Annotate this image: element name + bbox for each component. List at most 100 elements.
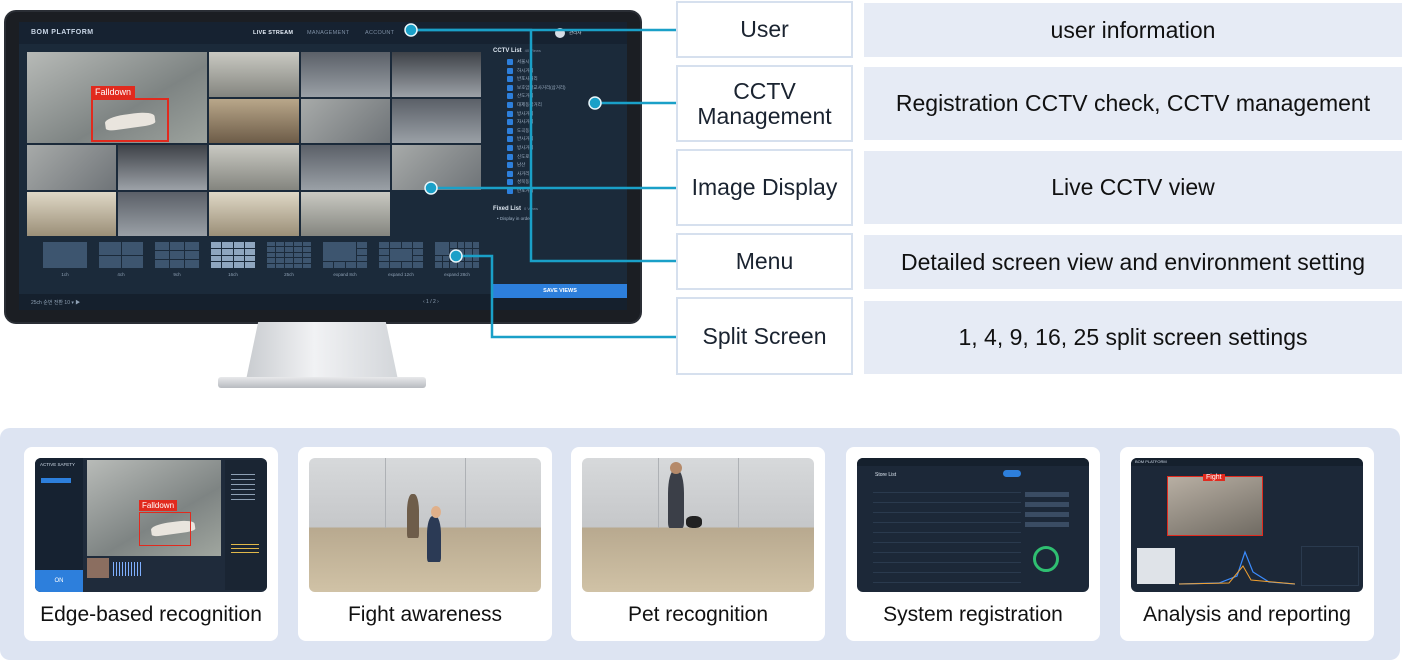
split-option-4ch[interactable]: 4ch [97, 242, 145, 280]
monitor-neck [246, 322, 398, 380]
pager[interactable]: ‹ 1 / 2 › [423, 299, 439, 305]
checkbox-icon[interactable] [507, 67, 513, 74]
split-label: 16ch [228, 272, 238, 277]
cctv-list-item[interactable]: 하시거리 [507, 67, 623, 76]
cctv-list-item[interactable]: 자사거리 [507, 118, 623, 127]
inner-sidebar: ACTIVE SAFETY ON [35, 458, 83, 592]
cctv-list-item-label: 신도로 [517, 153, 530, 159]
cctv-feed[interactable] [300, 98, 390, 143]
cctv-list-item-label: 산도거리 [517, 93, 534, 99]
label-user: User [676, 1, 853, 58]
split-thumbnail [155, 242, 199, 268]
cctv-feed[interactable] [27, 191, 117, 236]
checkbox-icon[interactable] [507, 101, 513, 108]
inner-map [1137, 548, 1175, 584]
cctv-list-item[interactable]: 반포거리 [507, 187, 623, 196]
split-option-25ch[interactable]: 25ch [265, 242, 313, 280]
cctv-feed[interactable] [300, 191, 390, 236]
inner-menu-active [41, 478, 71, 483]
inner-brand: BOM PLATFORM [1135, 459, 1167, 464]
edge-recognition-screenshot: ACTIVE SAFETY ON Falldown [35, 458, 267, 592]
fixed-list-item: • Display in order [497, 215, 532, 221]
user-menu[interactable]: 관리자 [555, 27, 615, 39]
checkbox-icon[interactable] [507, 127, 513, 134]
split-option-expand-8ch[interactable]: expand 8ch [321, 242, 369, 280]
cctv-feed[interactable] [391, 145, 481, 190]
checkbox-icon[interactable] [507, 170, 513, 177]
nav-account[interactable]: ACCOUNT [365, 30, 395, 36]
checkbox-icon[interactable] [507, 153, 513, 160]
cctv-list-item-label: 방사거리 [517, 110, 534, 116]
checkbox-icon[interactable] [507, 144, 513, 151]
cctv-list-item[interactable]: 보호암학교사거리(삼거리) [507, 84, 623, 93]
cctv-feed[interactable] [209, 52, 299, 97]
checkbox-icon[interactable] [507, 187, 513, 194]
checkbox-icon[interactable] [507, 162, 513, 169]
cctv-list-item[interactable]: 반포사거리 [507, 75, 623, 84]
split-option-1ch[interactable]: 1ch [41, 242, 89, 280]
cctv-feed[interactable] [209, 98, 299, 143]
split-option-16ch[interactable]: 16ch [209, 242, 257, 280]
checkbox-icon[interactable] [507, 179, 513, 186]
footer-controls[interactable]: 25ch 순번 전환 10 ▾ ▶ [31, 300, 81, 306]
cctv-list-item-label: 남산 [517, 162, 526, 168]
cctv-list-item[interactable]: 사거리 [507, 170, 623, 179]
checkbox-icon[interactable] [507, 59, 513, 65]
inner-cctv-feed: Fight [1167, 474, 1263, 536]
cctv-list-item[interactable]: 산도거리 [507, 92, 623, 101]
cctv-list-item[interactable]: 도곡동 [507, 127, 623, 136]
cctv-list-item[interactable]: 방사거리 [507, 144, 623, 153]
inner-alert-text [231, 544, 259, 556]
person-figure [407, 494, 419, 538]
cctv-feed[interactable] [300, 52, 390, 97]
checkbox-icon[interactable] [507, 84, 513, 91]
falldown-tag: Falldown [91, 86, 136, 98]
checkbox-icon[interactable] [507, 136, 513, 143]
detection-box [91, 98, 169, 142]
save-views-button[interactable]: SAVE VIEWS [493, 284, 627, 298]
cctv-list-item-label: 반사거리 [517, 136, 534, 142]
checkbox-icon[interactable] [507, 76, 513, 83]
cctv-list-item[interactable]: 신도로 [507, 153, 623, 162]
split-option-expand-12ch[interactable]: expand 12ch [377, 242, 425, 280]
cctv-list-item-label: 보호암학교사거리(삼거리) [517, 84, 566, 90]
dog-figure [686, 516, 702, 528]
checkbox-icon[interactable] [507, 110, 513, 117]
inner-side-panel [1301, 546, 1359, 586]
checkbox-icon[interactable] [507, 119, 513, 126]
desc-image-display: Live CCTV view [864, 151, 1402, 224]
split-option-9ch[interactable]: 9ch [153, 242, 201, 280]
cctv-feed[interactable] [209, 191, 299, 236]
detection-box [1167, 476, 1263, 536]
status-ring-icon [1033, 546, 1059, 572]
checkbox-icon[interactable] [507, 93, 513, 100]
cctv-list-item[interactable]: 방사거리 [507, 110, 623, 119]
cctv-list-item-label: 반포거리 [517, 187, 534, 193]
nav-management[interactable]: MANAGEMENT [307, 30, 350, 36]
nav-live-stream[interactable]: LIVE STREAM [253, 30, 294, 36]
inner-title: ACTIVE SAFETY [40, 462, 76, 467]
app-brand: BOM PLATFORM [31, 29, 94, 36]
inner-title: Store List [875, 472, 897, 478]
cctv-list-item[interactable]: 대제동삼거리 [507, 101, 623, 110]
cctv-feed[interactable] [27, 145, 117, 190]
cctv-list-item[interactable]: 남산 [507, 161, 623, 170]
desc-menu: Detailed screen view and environment set… [864, 235, 1402, 289]
cctv-list-item[interactable]: 성북동 [507, 178, 623, 187]
inner-cctv-feed: Falldown [87, 460, 221, 556]
inner-header [857, 458, 1089, 466]
cctv-feed[interactable] [391, 52, 481, 97]
cctv-feed[interactable] [118, 145, 208, 190]
cctv-list-item[interactable]: 반사거리 [507, 135, 623, 144]
cctv-feed-main[interactable]: Falldown [27, 52, 208, 143]
falldown-tag: Falldown [139, 500, 178, 511]
cctv-feed[interactable] [300, 145, 390, 190]
split-option-expand-28ch[interactable]: expand 28ch [433, 242, 481, 280]
cctv-list-item[interactable]: 서울시 [507, 58, 623, 67]
cctv-feed[interactable] [118, 191, 208, 236]
cctv-feed[interactable] [209, 145, 299, 190]
cctv-feed[interactable] [391, 98, 481, 143]
inner-thumbnail [87, 558, 109, 578]
